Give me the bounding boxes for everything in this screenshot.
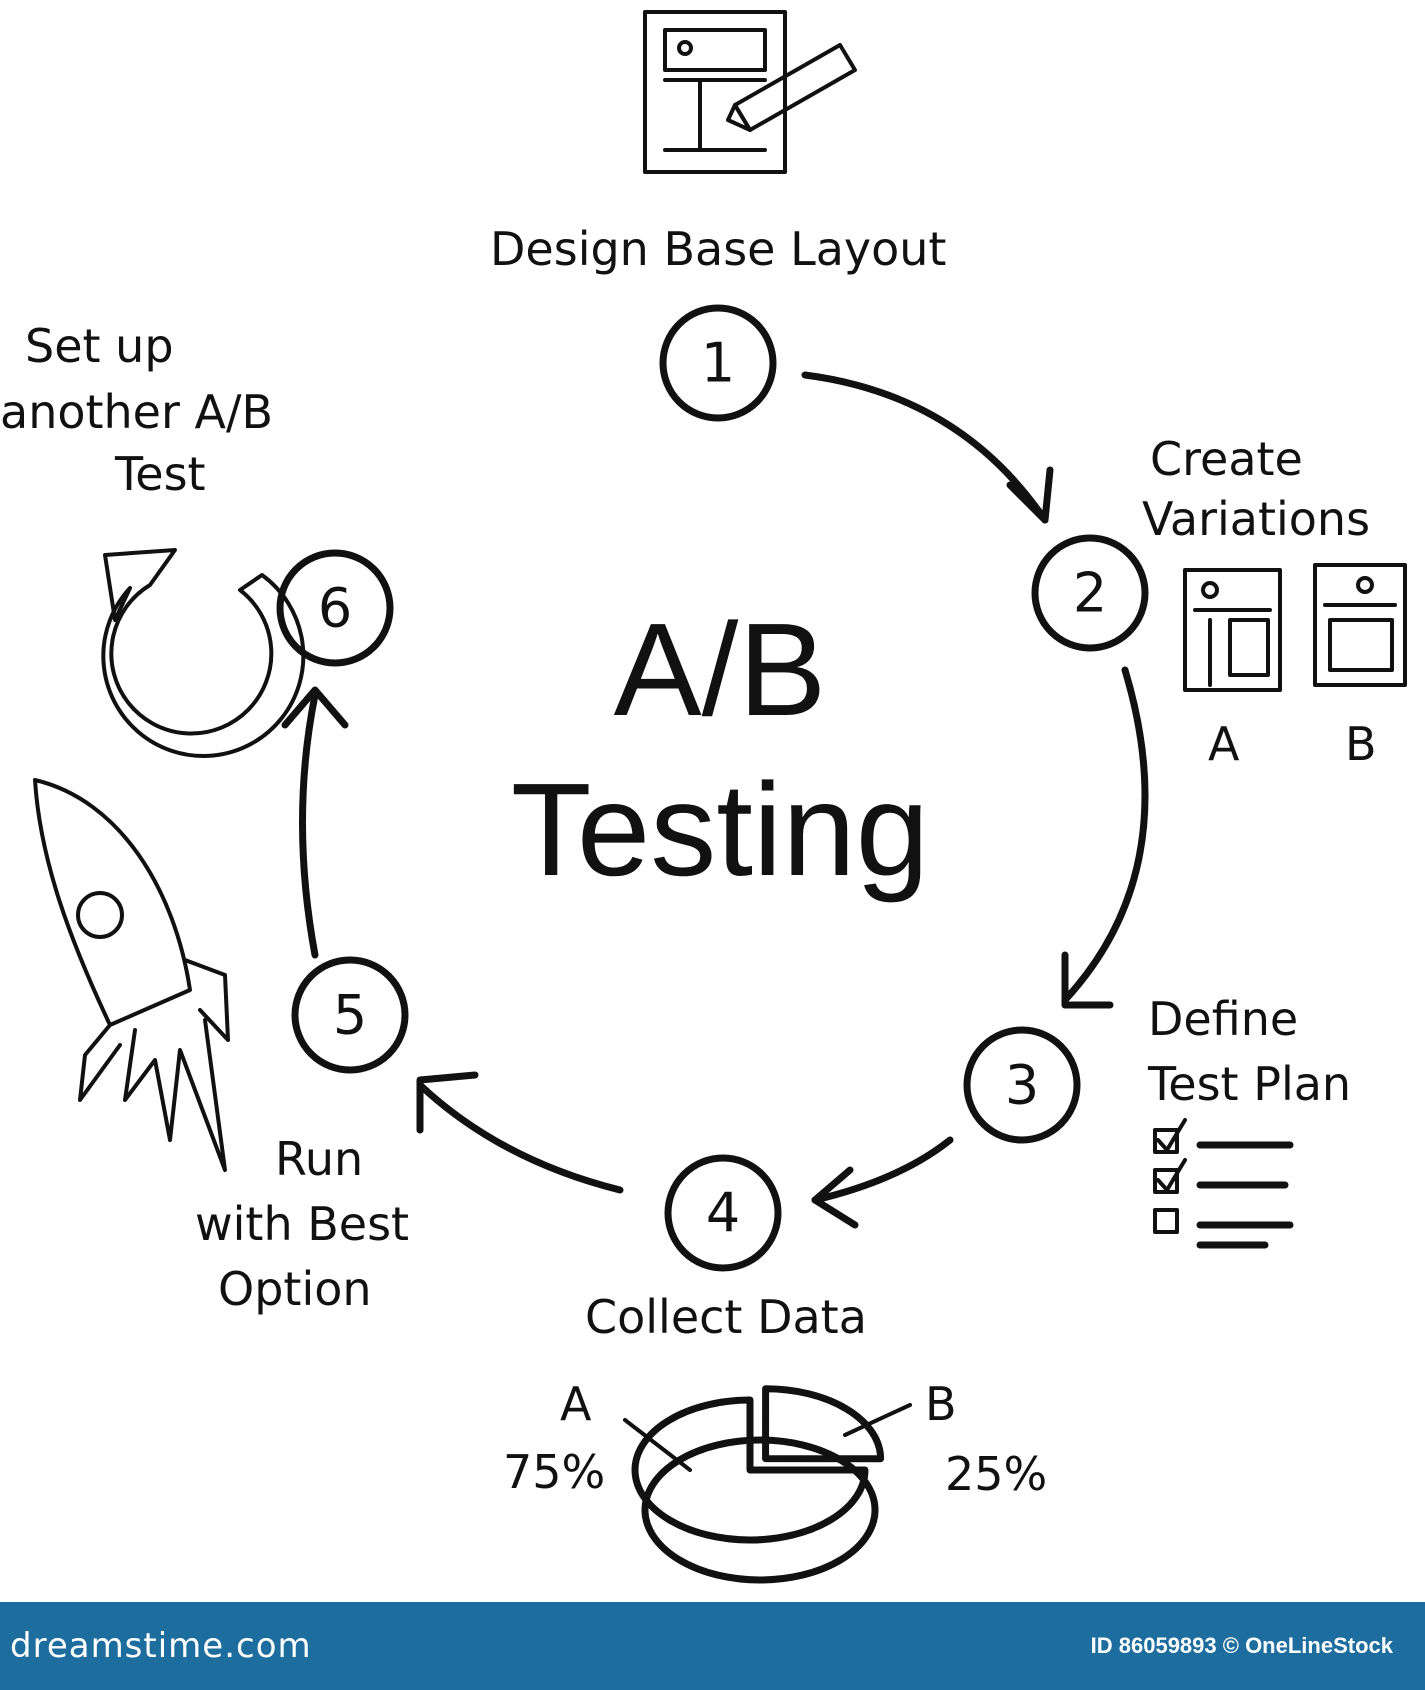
- arrow-3-to-4-head: [811, 1166, 859, 1229]
- pie-chart-icon: A 75% B 25%: [503, 1377, 1047, 1584]
- step-3-label: Define Test Plan: [1147, 992, 1351, 1111]
- pie-label-a: A: [560, 1377, 592, 1431]
- step-6-number: 6: [318, 577, 352, 640]
- footer-credit: ID 86059893 © OneLineStock: [1090, 1633, 1393, 1658]
- pie-slice-b: [762, 1385, 885, 1463]
- step-3-node: 3: [963, 1026, 1081, 1144]
- step-1-node: 1: [659, 304, 777, 422]
- arrow-5-to-6-head: [281, 686, 349, 729]
- arrow-2-to-3-head: [1061, 951, 1114, 1009]
- step-5-label: Run with Best Option: [195, 1132, 409, 1316]
- step-4-number: 4: [706, 1182, 740, 1245]
- variation-a-label: A: [1208, 717, 1240, 771]
- footer-brand: dreamstime.com: [10, 1626, 312, 1666]
- step-3-label-line-2: Test Plan: [1147, 1057, 1351, 1111]
- title-line-1: A/B: [614, 596, 827, 743]
- title-line-2: Testing: [511, 756, 929, 903]
- footer-bar: dreamstime.com ID 86059893 © OneLineStoc…: [0, 1602, 1425, 1690]
- arrow-1-to-2: [801, 371, 1049, 524]
- arrow-4-to-5: [416, 1081, 624, 1194]
- step-5-number: 5: [333, 984, 367, 1047]
- step-6-label-line-3: Test: [114, 447, 206, 501]
- step-2-node: 2: [1031, 534, 1149, 652]
- step-4-label: Collect Data: [585, 1290, 867, 1344]
- pie-label-b: B: [925, 1377, 957, 1431]
- step-1-label: Design Base Layout: [490, 222, 946, 276]
- step-6-label-line-2: another A/B: [0, 385, 273, 439]
- step-4-node: 4: [664, 1154, 782, 1272]
- step-3-number: 3: [1005, 1054, 1039, 1117]
- step-1-number: 1: [701, 332, 735, 395]
- step-2-number: 2: [1073, 562, 1107, 625]
- arrow-4-to-5-head: [416, 1071, 479, 1134]
- step-2-label-line-1: Create: [1150, 432, 1303, 486]
- arrow-1-to-2-head: [1006, 466, 1054, 524]
- circular-arrow-icon: [101, 548, 306, 758]
- step-5-label-line-3: Option: [218, 1262, 372, 1316]
- center-title: A/B Testing: [511, 596, 929, 903]
- ab-testing-cycle-diagram: A/B Testing 1 2 3 4 5 6 Desig: [0, 10, 1407, 1584]
- variation-b-label: B: [1345, 717, 1377, 771]
- arrow-2-to-3: [1061, 666, 1149, 1004]
- rocket-icon: [33, 778, 230, 1172]
- step-5-label-line-1: Run: [275, 1132, 363, 1186]
- cycle-arrows: [281, 371, 1149, 1229]
- pie-percent-a: 75%: [503, 1445, 605, 1499]
- step-5-node: 5: [291, 956, 409, 1074]
- two-page-variations-icon: A B: [1183, 563, 1407, 771]
- step-2-label: Create Variations: [1142, 432, 1370, 546]
- arrow-5-to-6: [299, 691, 319, 959]
- step-2-label-line-2: Variations: [1142, 492, 1370, 546]
- step-3-label-line-1: Define: [1148, 992, 1298, 1046]
- pie-slice-a: [631, 1396, 869, 1544]
- layout-sketch-with-pencil-icon: [643, 10, 857, 174]
- step-5-label-line-2: with Best: [195, 1197, 409, 1251]
- step-6-label-line-1: Set up: [25, 319, 174, 373]
- step-6-node: 6: [276, 549, 394, 667]
- arrow-3-to-4: [811, 1136, 954, 1204]
- checklist-icon: [1153, 1118, 1294, 1249]
- pie-base-rim: [641, 1436, 879, 1584]
- step-6-label: Set up another A/B Test: [0, 319, 273, 501]
- pie-percent-b: 25%: [945, 1447, 1047, 1501]
